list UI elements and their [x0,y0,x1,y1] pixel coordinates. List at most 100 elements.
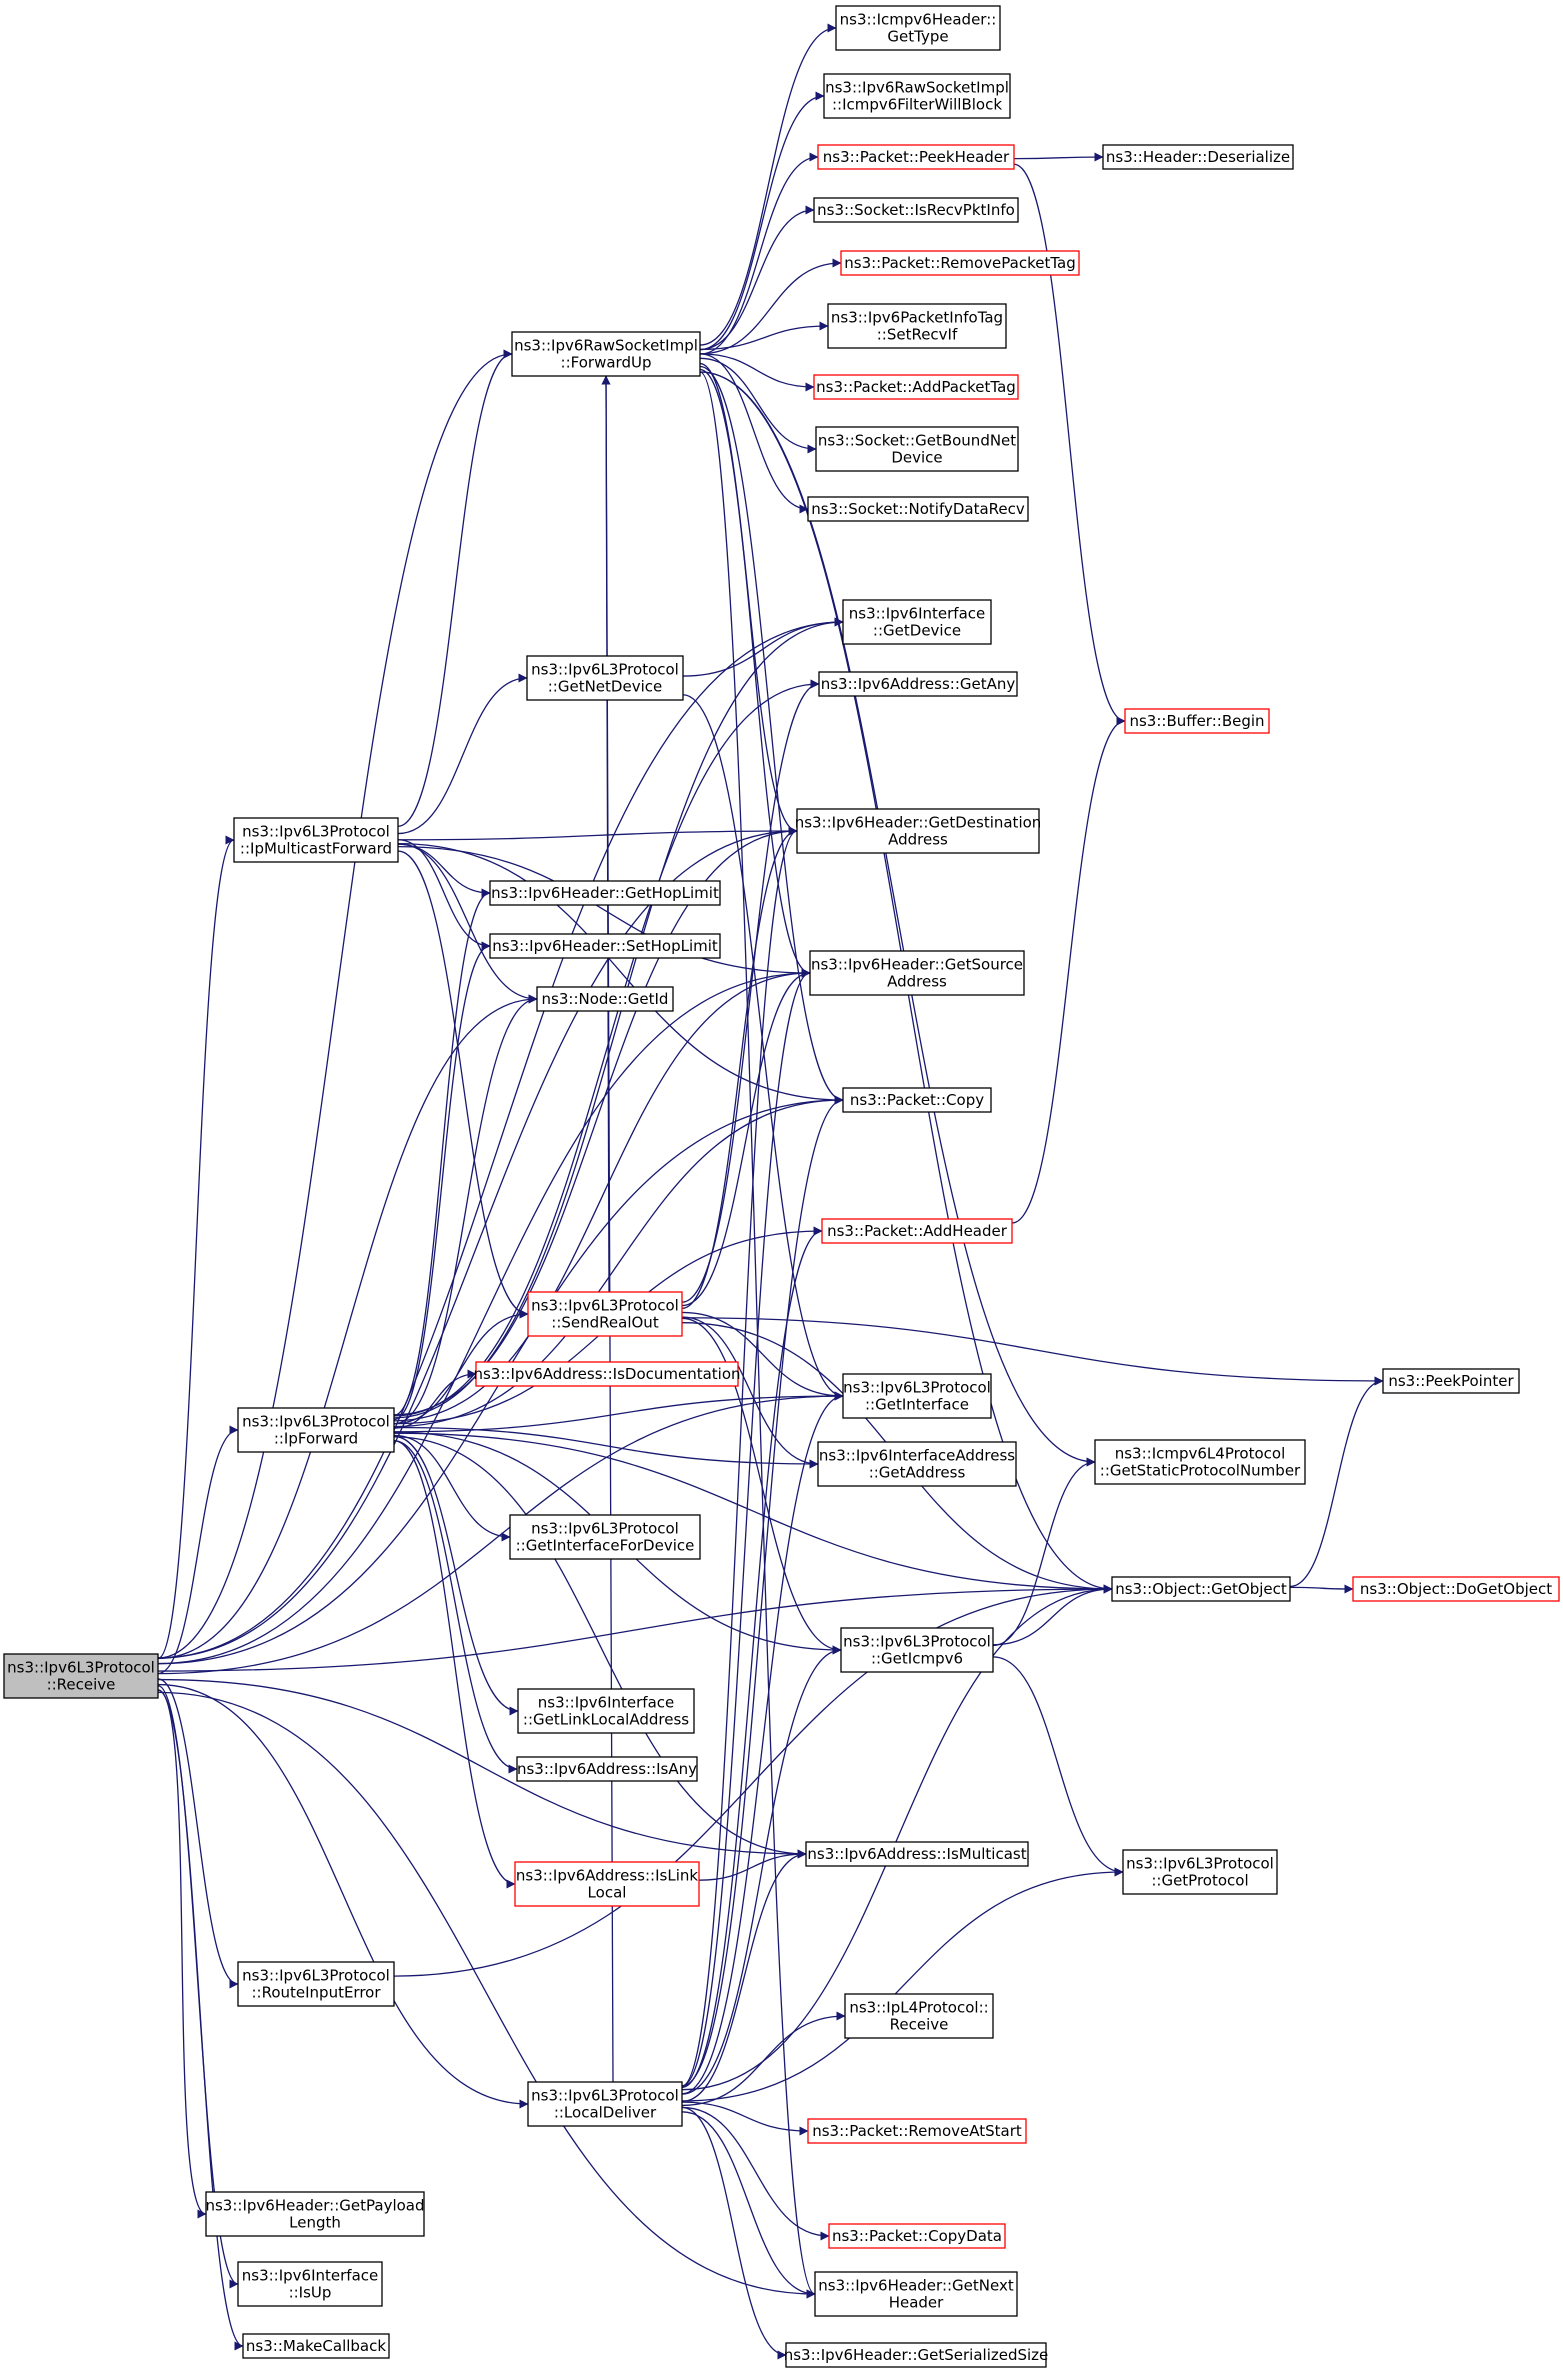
function-node-sendRealOut[interactable]: ns3::Ipv6L3Protocol::SendRealOut [527,1291,683,1337]
node-label-line: ns3::Object::DoGetObject [1360,1580,1552,1598]
function-node-getNetDevice[interactable]: ns3::Ipv6L3Protocol::GetNetDevice [526,655,684,701]
function-node-ipL4Receive[interactable]: ns3::IpL4Protocol::Receive [844,1993,994,2039]
function-node-getType[interactable]: ns3::Icmpv6Header::GetType [835,5,1001,51]
node-box [809,950,1025,996]
call-edge-getObject-to-doGetObject [1289,1584,1354,1594]
node-box [817,1441,1017,1487]
node-label-line: ns3::Packet::PeekHeader [823,148,1010,166]
function-nodes: ns3::Ipv6L3Protocol::Receivens3::Icmpv6H… [3,5,1560,2368]
function-node-routeInputError[interactable]: ns3::Ipv6L3Protocol::RouteInputError [237,1961,395,2007]
function-node-bufferBegin[interactable]: ns3::Buffer::Begin [1124,708,1270,734]
node-label-line: ::GetAddress [869,1463,966,1481]
node-box [818,671,1018,697]
call-edge-ipForward-to-packetCopy [393,1095,844,1428]
function-node-getIcmpv6[interactable]: ns3::Ipv6L3Protocol::GetIcmpv6 [840,1627,994,1673]
node-label-line: ns3::Ipv6L3Protocol [531,2086,679,2104]
node-box [807,2118,1027,2144]
node-label-line: ::LocalDeliver [554,2103,657,2121]
call-edge-ipForward-to-isLinkLocal [393,1440,516,1889]
node-label-line: ns3::Packet::Copy [850,1091,984,1109]
function-node-setRecvIf[interactable]: ns3::Ipv6PacketInfoTag::SetRecvIf [827,303,1007,349]
function-node-forwardUp[interactable]: ns3::Ipv6RawSocketImpl::ForwardUp [511,331,701,377]
node-label-line: ns3::Ipv6L3Protocol [843,1632,991,1650]
function-node-deserialize[interactable]: ns3::Header::Deserialize [1102,144,1294,170]
call-edge-receive-to-isMulticast [157,1678,807,1859]
node-label-line: ns3::Ipv6Address::IsMulticast [807,1845,1026,1863]
function-node-ipForward[interactable]: ns3::Ipv6L3Protocol::IpForward [237,1407,395,1453]
call-edge-ipForward-to-ifAddrGetAddress [393,1426,819,1469]
function-node-getLinkLocalAddress[interactable]: ns3::Ipv6Interface::GetLinkLocalAddress [517,1688,695,1734]
call-edge-sendRealOut-to-getInterface [681,1311,844,1401]
call-edge-ipMulticastForward-to-getHopLimit [397,843,491,898]
function-node-getInterface[interactable]: ns3::Ipv6L3Protocol::GetInterface [842,1373,992,1419]
node-label-line: ns3::Ipv6InterfaceAddress [819,1446,1015,1464]
function-node-isAny[interactable]: ns3::Ipv6Address::IsAny [516,1756,698,1782]
function-node-addHeader[interactable]: ns3::Packet::AddHeader [821,1218,1013,1244]
node-label-line: Receive [890,2015,949,2033]
function-node-getAny[interactable]: ns3::Ipv6Address::GetAny [818,671,1018,697]
function-node-doGetObject[interactable]: ns3::Object::DoGetObject [1352,1576,1560,1602]
function-node-isMulticast[interactable]: ns3::Ipv6Address::IsMulticast [805,1841,1029,1867]
function-node-filterWillBlock[interactable]: ns3::Ipv6RawSocketImpl::Icmpv6FilterWill… [823,73,1011,119]
node-label-line: ns3::Ipv6Header::GetNext [818,2276,1014,2294]
node-label-line: ns3::Ipv6RawSocketImpl [514,336,698,354]
node-label-line: ::GetDevice [873,621,961,639]
call-edge-getIcmpv6-to-getObject [992,1584,1113,1646]
call-edge-localDeliver-to-getNextHeader [681,2111,816,2299]
function-node-peekHeader[interactable]: ns3::Packet::PeekHeader [817,144,1015,170]
call-edge-receive-to-nodeGetId [157,994,538,1660]
function-node-localDeliver[interactable]: ns3::Ipv6L3Protocol::LocalDeliver [527,2081,683,2127]
function-node-peekPointer[interactable]: ns3::PeekPointer [1382,1368,1520,1394]
call-edge-localDeliver-to-addHeader [681,1226,823,2088]
function-node-isDocumentation[interactable]: ns3::Ipv6Address::IsDocumentation [473,1361,741,1387]
node-label-line: ns3::Ipv6Address::IsDocumentation [473,1365,740,1383]
function-node-notifyDataRecv[interactable]: ns3::Socket::NotifyDataRecv [807,496,1029,522]
node-label-line: ns3::Ipv6Header::SetHopLimit [492,937,718,955]
node-box [475,1361,739,1387]
function-node-ifGetDevice[interactable]: ns3::Ipv6Interface::GetDevice [842,599,992,645]
call-edge-receive-to-ipMulticastForward [157,835,235,1660]
function-node-addPacketTag[interactable]: ns3::Packet::AddPacketTag [813,374,1019,400]
function-node-getObject[interactable]: ns3::Object::GetObject [1111,1576,1291,1602]
function-node-copyData[interactable]: ns3::Packet::CopyData [828,2223,1006,2249]
function-node-nodeGetId[interactable]: ns3::Node::GetId [536,986,674,1012]
function-node-ifAddrGetAddress[interactable]: ns3::Ipv6InterfaceAddress::GetAddress [817,1441,1017,1487]
node-box [237,2261,383,2307]
call-edge-localDeliver-to-getProtocol [681,1867,1124,2102]
function-node-getStaticProtocolNumber[interactable]: ns3::Icmpv6L4Protocol::GetStaticProtocol… [1094,1439,1306,1485]
call-edge-peekHeader-to-bufferBegin [1013,163,1126,726]
node-label-line: ns3::Ipv6L3Protocol [531,1296,679,1314]
function-node-packetCopy[interactable]: ns3::Packet::Copy [842,1087,992,1113]
function-node-getProtocol[interactable]: ns3::Ipv6L3Protocol::GetProtocol [1122,1849,1278,1895]
function-node-isUp[interactable]: ns3::Ipv6Interface::IsUp [237,2261,383,2307]
function-node-getSerializedSize[interactable]: ns3::Ipv6Header::GetSerializedSize [784,2342,1049,2368]
node-label-line: ns3::Packet::AddHeader [827,1222,1008,1240]
function-node-removePacketTag[interactable]: ns3::Packet::RemovePacketTag [840,250,1080,276]
node-box [842,599,992,645]
call-edge-receive-to-getObject [157,1584,1113,1672]
function-node-ipMulticastForward[interactable]: ns3::Ipv6L3Protocol::IpMulticastForward [233,817,399,863]
function-node-getHopLimit[interactable]: ns3::Ipv6Header::GetHopLimit [489,880,721,906]
call-edge-forwardUp-to-filterWillBlock [699,91,825,351]
function-node-isRecvPktInfo[interactable]: ns3::Socket::IsRecvPktInfo [813,197,1019,223]
node-label-line: ::RouteInputError [251,1983,381,2001]
node-label-line: ns3::Ipv6Interface [849,604,986,622]
function-node-setHopLimit[interactable]: ns3::Ipv6Header::SetHopLimit [489,933,721,959]
function-node-getInterfaceForDevice[interactable]: ns3::Ipv6L3Protocol::GetInterfaceForDevi… [509,1514,701,1560]
node-box [796,808,1040,854]
node-box [536,986,674,1012]
node-box [807,496,1029,522]
function-node-makeCallback[interactable]: ns3::MakeCallback [242,2333,390,2359]
call-edge-ipForward-to-getObject [393,1432,1113,1594]
node-box [1122,1849,1278,1895]
node-label-line: ns3::Ipv6Address::GetAny [821,675,1016,693]
function-node-removeAtStart[interactable]: ns3::Packet::RemoveAtStart [807,2118,1027,2144]
node-box [526,655,684,701]
